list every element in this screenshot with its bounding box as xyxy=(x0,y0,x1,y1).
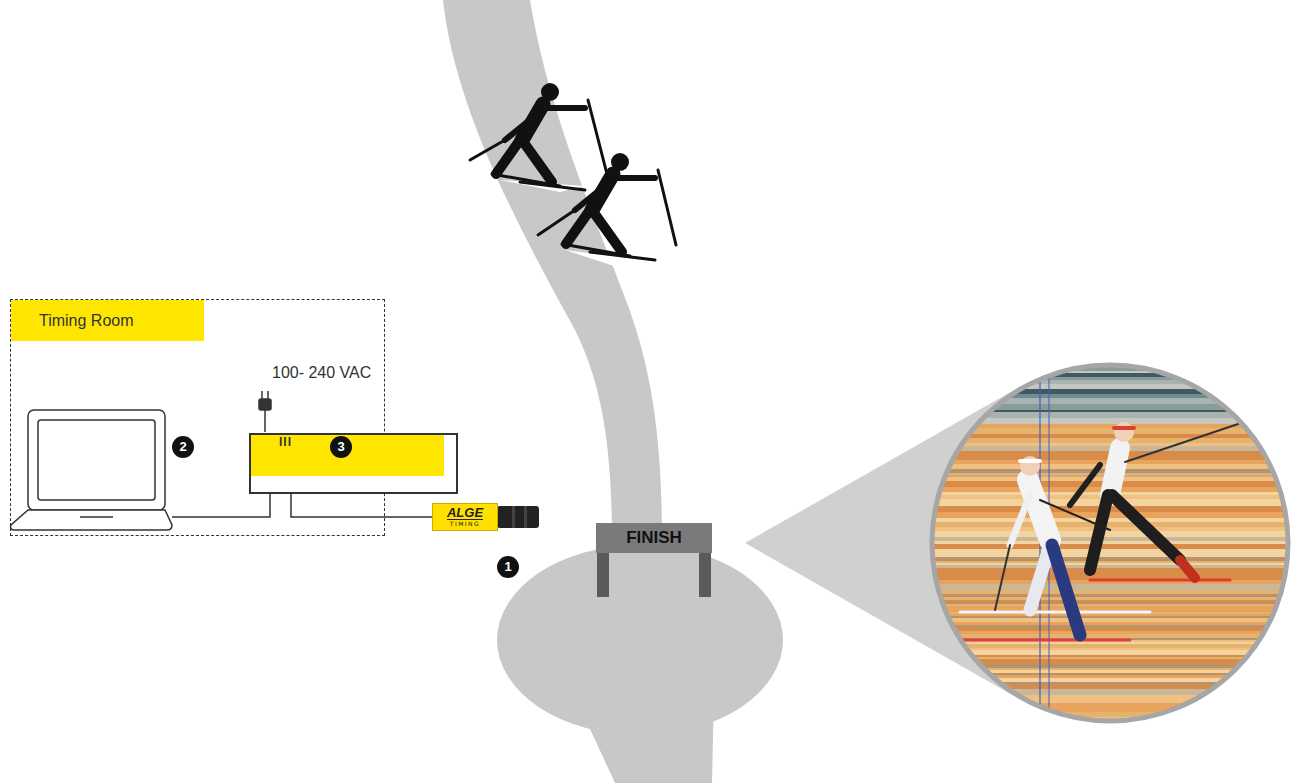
photo-finish-image xyxy=(930,363,1291,729)
image-stripe xyxy=(930,618,1291,623)
image-stripe xyxy=(930,554,1291,558)
image-stripe xyxy=(930,590,1291,595)
finish-banner: FINISH xyxy=(596,523,712,553)
skier-silhouette xyxy=(470,83,608,190)
image-stripe xyxy=(930,606,1291,613)
image-stripe xyxy=(930,544,1291,550)
image-stripe xyxy=(930,685,1291,690)
laptop-cable xyxy=(172,493,270,517)
brand-logo: ALGE xyxy=(447,506,483,520)
laptop-icon xyxy=(11,410,173,530)
image-stripe xyxy=(930,594,1291,598)
timing-room-region: IIITiming Room xyxy=(10,299,385,536)
image-stripe xyxy=(930,597,1291,601)
image-stripe xyxy=(930,695,1291,702)
image-stripe xyxy=(930,712,1291,718)
image-stripe xyxy=(930,631,1291,635)
image-stripe xyxy=(930,580,1291,585)
power-supply-box: III xyxy=(249,433,458,494)
image-stripe xyxy=(930,675,1291,679)
athlete-figure xyxy=(1070,420,1250,580)
callout-number: 1 xyxy=(497,556,519,578)
image-stripe xyxy=(930,438,1291,444)
image-stripe xyxy=(930,689,1291,696)
image-stripe xyxy=(930,394,1291,399)
image-stripe xyxy=(930,380,1291,385)
image-stripe xyxy=(930,434,1291,439)
image-stripe xyxy=(930,512,1291,519)
image-stripe xyxy=(930,518,1291,523)
skier-silhouette xyxy=(538,153,676,260)
ski-track xyxy=(443,0,662,540)
image-stripe xyxy=(930,703,1291,708)
camera-lens xyxy=(497,506,539,528)
image-stripe xyxy=(930,584,1291,591)
finish-post xyxy=(597,550,609,597)
region-heading: Timing Room xyxy=(11,300,204,341)
cable-connector xyxy=(291,494,432,517)
image-stripe xyxy=(930,644,1291,649)
image-stripe xyxy=(930,634,1291,639)
callout-number: 2 xyxy=(172,436,194,458)
image-stripe xyxy=(930,565,1291,569)
image-stripe xyxy=(930,537,1291,542)
image-stripe xyxy=(930,373,1291,378)
image-stripe xyxy=(930,576,1291,581)
image-stripe xyxy=(930,678,1291,683)
brand-subtitle: TIMING xyxy=(450,520,481,528)
image-stripe xyxy=(930,707,1291,713)
image-stripe xyxy=(930,549,1291,555)
voltage-label: 100- 240 VAC xyxy=(272,364,371,382)
image-stripe xyxy=(930,398,1291,405)
image-stripe xyxy=(930,682,1291,686)
image-stripe xyxy=(930,659,1291,665)
image-stripe xyxy=(930,404,1291,411)
banner-text: FINISH xyxy=(626,528,682,548)
athlete-figure xyxy=(960,456,1150,640)
finish-post xyxy=(699,550,711,597)
photo-frame xyxy=(932,365,1288,721)
image-stripe xyxy=(930,650,1291,656)
image-stripe xyxy=(930,628,1291,632)
image-stripe xyxy=(930,541,1291,545)
image-stripe xyxy=(930,531,1291,538)
image-stripe xyxy=(930,391,1291,395)
finish-exit xyxy=(572,690,714,783)
image-stripe xyxy=(930,622,1291,626)
power-plug-icon xyxy=(259,391,271,432)
image-stripe xyxy=(930,625,1291,629)
image-stripes xyxy=(930,363,1291,729)
image-stripe xyxy=(930,557,1291,562)
camera-body: ALGETIMING xyxy=(432,503,498,531)
image-stripe xyxy=(930,570,1291,577)
image-stripe xyxy=(930,384,1291,390)
image-stripe xyxy=(930,428,1291,435)
snow-spray xyxy=(500,180,660,268)
callout-number: 3 xyxy=(330,436,352,458)
image-stripe xyxy=(930,377,1291,381)
image-stripe xyxy=(930,522,1291,528)
